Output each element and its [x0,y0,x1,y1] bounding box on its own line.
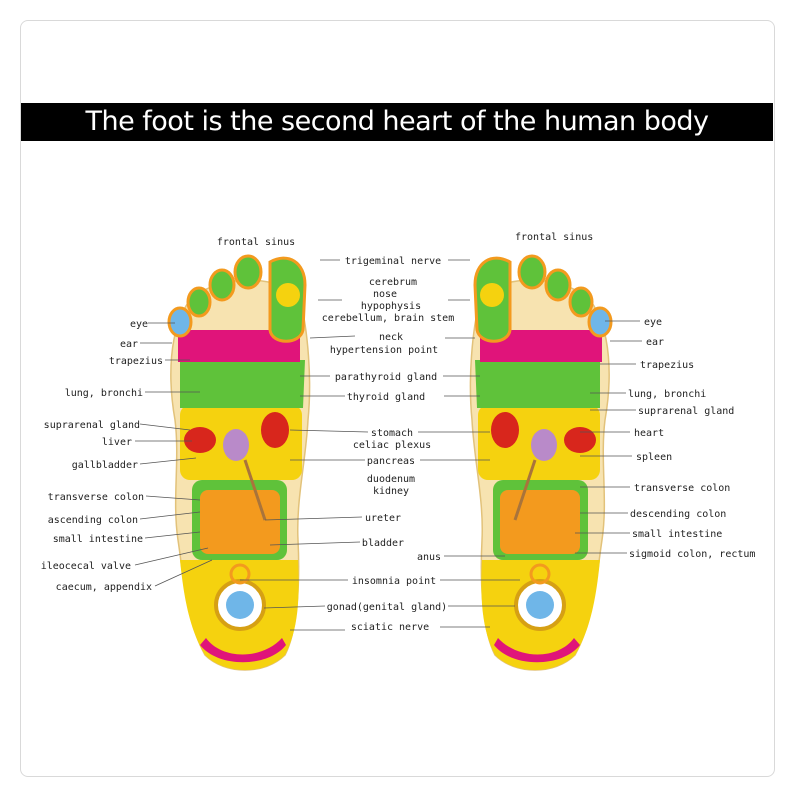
label-center: gonad(genital gland) [327,602,447,613]
label-center: ureter [365,513,401,524]
label-left: small intestine [53,534,143,545]
label-center: kidney [373,486,409,497]
label-center: trigeminal nerve [345,256,441,267]
label-left: caecum, appendix [56,582,152,593]
label-center: sciatic nerve [351,622,429,633]
label-left: lung, bronchi [65,388,143,399]
label-left: trapezius [109,356,163,367]
label-center: stomach [371,428,413,439]
label-right: spleen [636,452,672,463]
leader-lines [134,259,642,631]
label-left: eye [130,319,148,330]
label-right: frontal sinus [515,232,593,243]
label-right: heart [634,428,664,439]
label-center: anus [417,552,441,563]
label-right: lung, bronchi [628,389,706,400]
label-center: insomnia point [352,576,436,587]
left-labels: frontal sinus eye ear trapezius lung, br… [41,237,295,593]
label-left: ear [120,339,138,350]
label-left: ascending colon [48,515,138,526]
label-center: cerebellum, brain stem [322,313,454,324]
label-center: thyroid gland [347,392,425,403]
label-center: cerebrum [369,277,417,288]
center-labels: trigeminal nerve cerebrum nose hypophysi… [322,256,454,633]
label-right: descending colon [630,509,726,520]
label-center: pancreas [367,456,415,467]
label-right: transverse colon [634,483,730,494]
label-center: hypertension point [330,345,438,356]
label-center: celiac plexus [353,440,431,451]
label-right: ear [646,337,664,348]
page-title: The foot is the second heart of the huma… [85,106,709,137]
label-center: bladder [362,538,404,549]
label-left: gallbladder [72,460,138,471]
label-left: suprarenal gland [44,420,140,431]
label-center: parathyroid gland [335,372,437,383]
label-right: trapezius [640,360,694,371]
label-center: neck [379,332,403,343]
image-frame [20,20,775,777]
left-foot [167,254,312,672]
label-right: small intestine [632,529,722,540]
label-left: liver [102,437,132,448]
label-center: nose [373,289,397,300]
title-banner: The foot is the second heart of the huma… [21,103,773,141]
label-right: suprarenal gland [638,406,734,417]
right-foot [468,254,613,672]
label-right: eye [644,317,662,328]
label-left: ileocecal valve [41,561,131,572]
label-left: transverse colon [48,492,144,503]
label-center: hypophysis [361,301,421,312]
label-left: frontal sinus [217,237,295,248]
label-right: sigmoid colon, rectum [629,549,755,560]
right-labels: frontal sinus eye ear trapezius lung, br… [515,232,755,560]
label-center: duodenum [367,474,415,485]
